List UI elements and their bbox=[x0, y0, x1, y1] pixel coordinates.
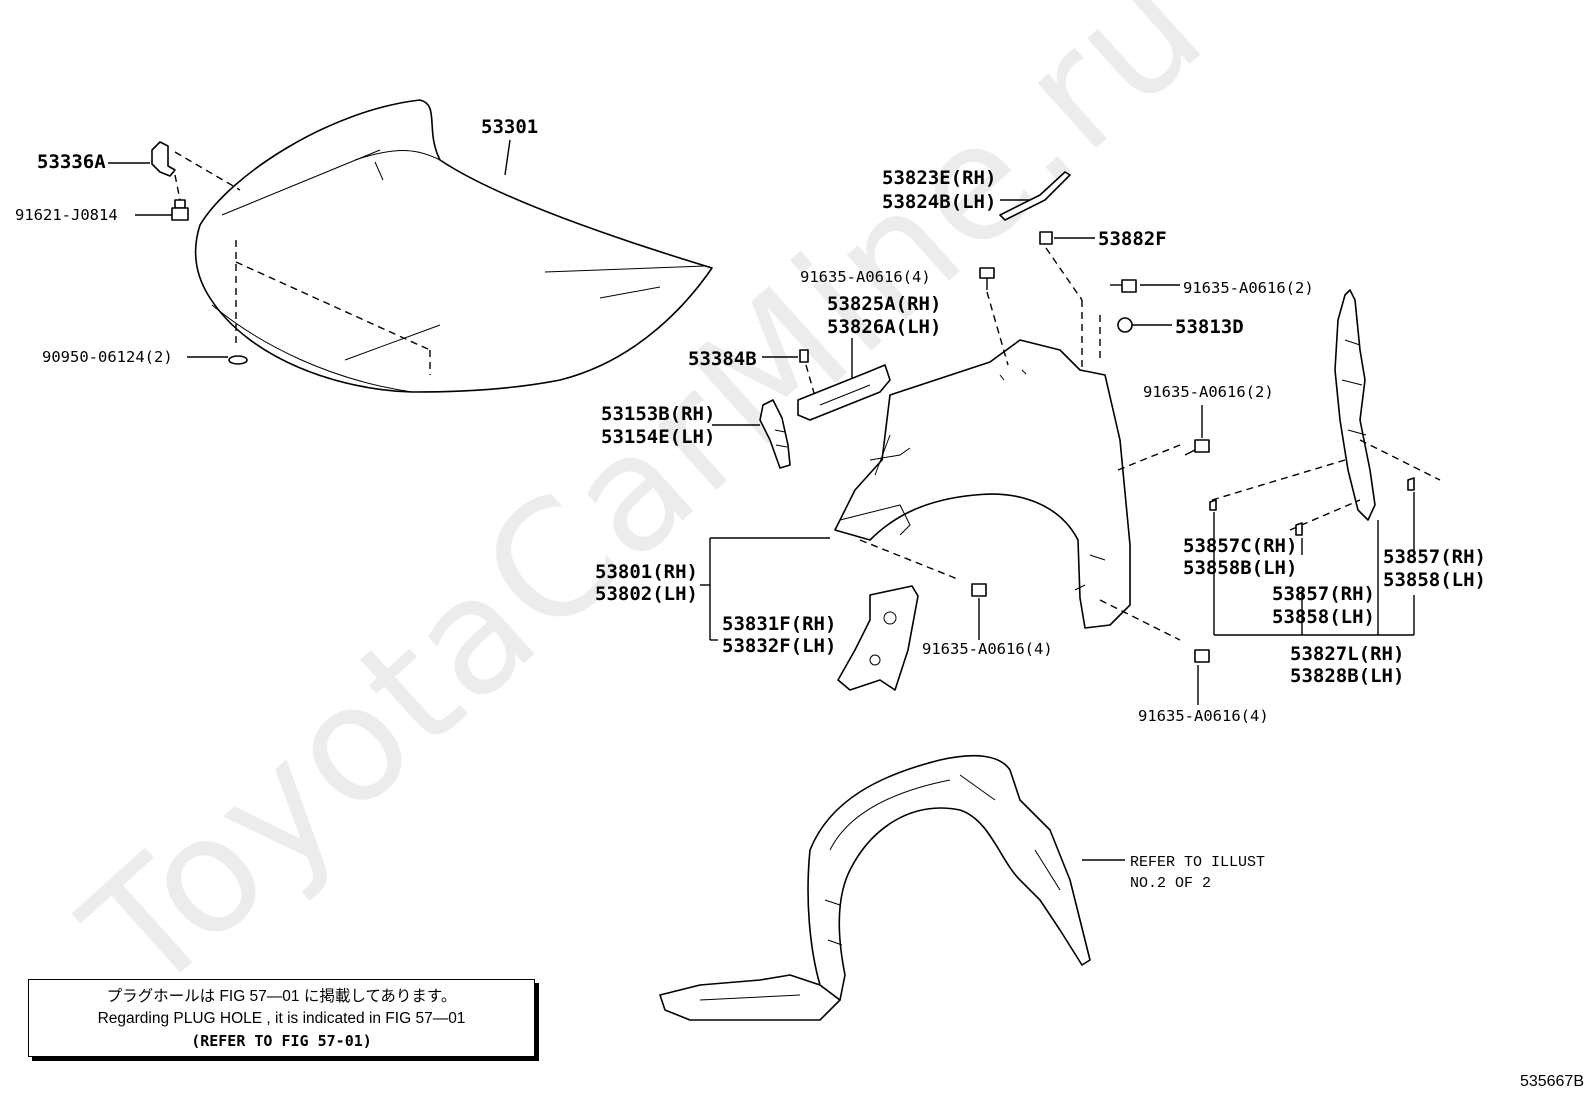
label-53858B: 53858B(LH) bbox=[1183, 557, 1297, 579]
refer-illust-line2: NO.2 OF 2 bbox=[1130, 875, 1211, 892]
bolt-91635-e bbox=[1194, 649, 1210, 663]
seal-53825A bbox=[797, 364, 891, 421]
label-53826A: 53826A(LH) bbox=[827, 316, 941, 338]
label-53858-b: 53858(LH) bbox=[1383, 569, 1486, 591]
label-91635-A0616-d: 91635-A0616(4) bbox=[922, 640, 1053, 658]
label-53825A: 53825A(RH) bbox=[827, 293, 941, 315]
label-91635-A0616-b: 91635-A0616(2) bbox=[1183, 279, 1314, 297]
label-90950-06124: 90950-06124(2) bbox=[42, 348, 173, 366]
fender-part bbox=[834, 339, 1131, 629]
label-91635-A0616-e: 91635-A0616(4) bbox=[1138, 707, 1269, 725]
clip-53384B bbox=[799, 349, 809, 363]
label-53153B: 53153B(RH) bbox=[601, 403, 715, 425]
clip-53857-a bbox=[1295, 522, 1303, 536]
note-japanese: プラグホールは FIG 57—01 に掲載してあります。 bbox=[106, 988, 457, 1005]
hood-part bbox=[194, 99, 713, 393]
label-91635-A0616-a: 91635-A0616(4) bbox=[800, 268, 931, 286]
label-53831F: 53831F(RH) bbox=[722, 613, 836, 635]
label-53801: 53801(RH) bbox=[595, 561, 698, 583]
bolt-91635-c bbox=[1184, 439, 1210, 456]
label-53857-a: 53857(RH) bbox=[1272, 583, 1375, 605]
label-53858-a: 53858(LH) bbox=[1272, 606, 1375, 628]
bracket-53153B bbox=[759, 399, 791, 469]
label-53813D: 53813D bbox=[1175, 316, 1244, 338]
fender-liner-part bbox=[659, 754, 1091, 1021]
label-53336A: 53336A bbox=[37, 151, 106, 173]
plug-90950 bbox=[228, 355, 248, 365]
bracket-53831F bbox=[837, 585, 919, 691]
label-53828B: 53828B(LH) bbox=[1290, 665, 1404, 687]
label-53882F: 53882F bbox=[1098, 228, 1167, 250]
label-53802: 53802(LH) bbox=[595, 583, 698, 605]
seal-53827L bbox=[1334, 289, 1376, 521]
clip-53857-b bbox=[1407, 477, 1415, 491]
bolt-91635-a bbox=[979, 267, 995, 290]
bolt-91635-d bbox=[971, 583, 987, 597]
clip-53882F bbox=[1039, 231, 1053, 245]
hood-stop-bracket bbox=[151, 141, 176, 177]
label-53857-b: 53857(RH) bbox=[1383, 546, 1486, 568]
clip-53813D bbox=[1117, 317, 1133, 333]
bolt-91635-b bbox=[1110, 279, 1137, 293]
plug-hole-note: プラグホールは FIG 57—01 に掲載してあります。 Regarding P… bbox=[28, 979, 535, 1057]
note-english: Regarding PLUG HOLE , it is indicated in… bbox=[97, 1010, 466, 1027]
leader-53301 bbox=[504, 139, 511, 176]
label-53824B: 53824B(LH) bbox=[882, 191, 996, 213]
label-53857C: 53857C(RH) bbox=[1183, 535, 1297, 557]
refer-illust-line1: REFER TO ILLUST bbox=[1130, 854, 1265, 871]
label-53832F: 53832F(LH) bbox=[722, 635, 836, 657]
label-91635-A0616-c: 91635-A0616(2) bbox=[1143, 383, 1274, 401]
label-53827L: 53827L(RH) bbox=[1290, 643, 1404, 665]
bolt-91621 bbox=[171, 199, 189, 221]
label-53154E: 53154E(LH) bbox=[601, 426, 715, 448]
label-53823E: 53823E(RH) bbox=[882, 167, 996, 189]
seal-53823E bbox=[999, 171, 1071, 221]
label-91621-J0814: 91621-J0814 bbox=[15, 206, 118, 224]
note-refer: (REFER TO FIG 57-01) bbox=[191, 1032, 372, 1050]
label-53301: 53301 bbox=[481, 116, 538, 138]
diagram-id: 535667B bbox=[1519, 1073, 1584, 1090]
clip-53857C bbox=[1209, 499, 1217, 511]
label-53384B: 53384B bbox=[688, 348, 757, 370]
